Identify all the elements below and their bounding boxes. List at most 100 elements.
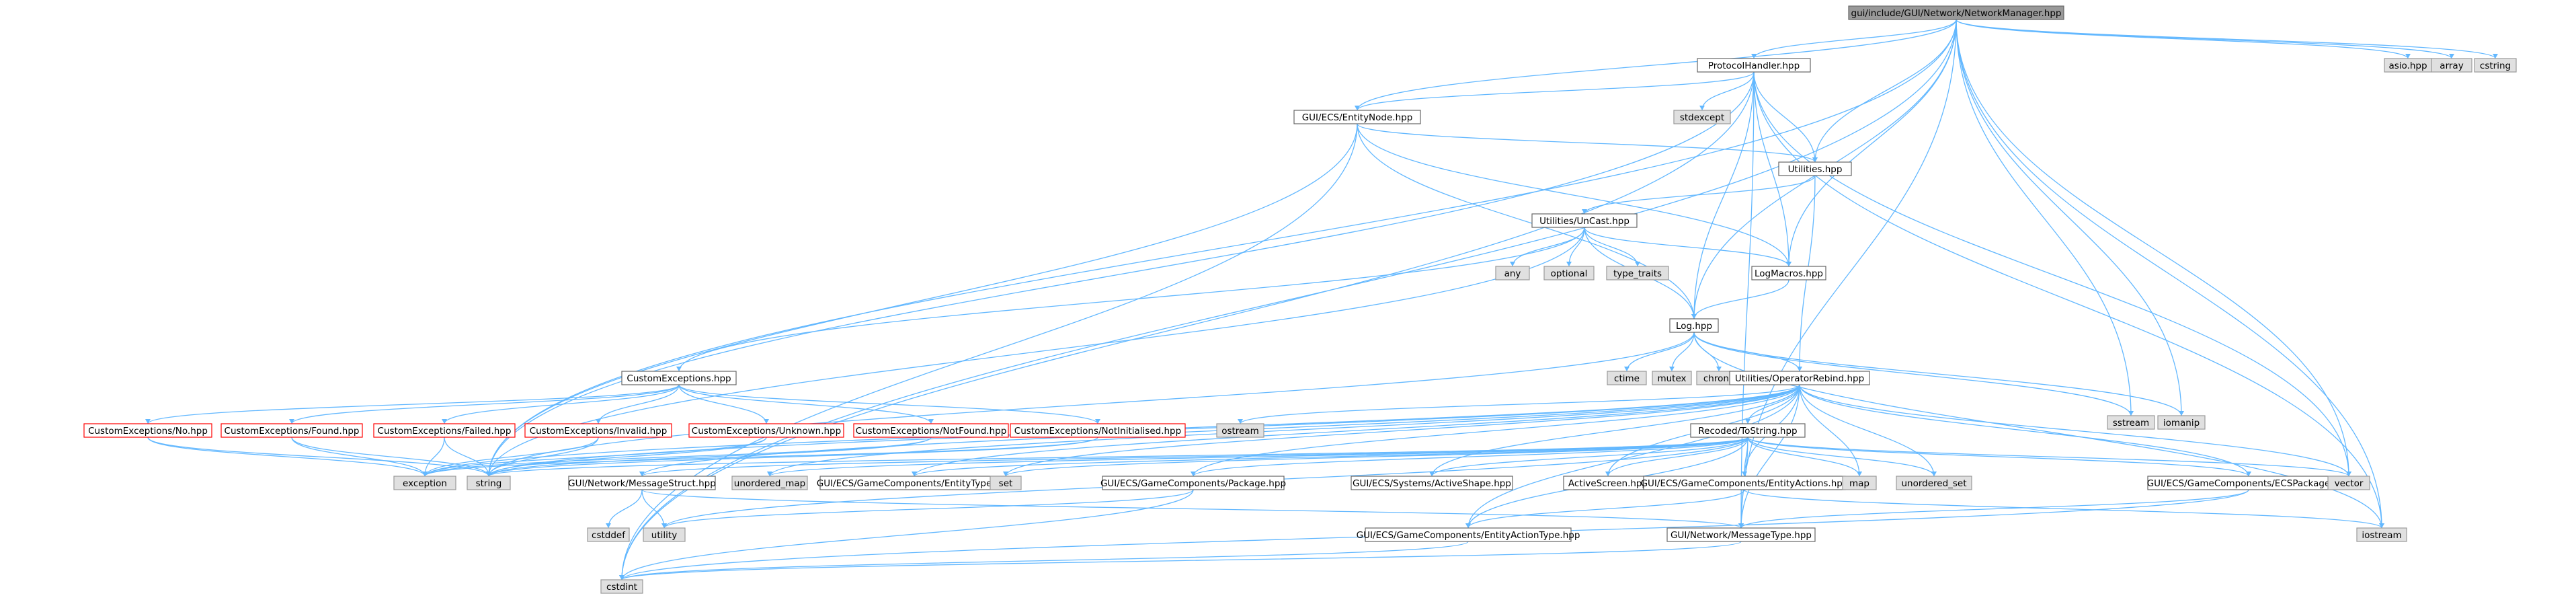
node-protocol[interactable]: ProtocolHandler.hpp: [1697, 58, 1811, 73]
node-box-opreb: [1729, 371, 1870, 385]
node-mutex: mutex: [1652, 371, 1692, 385]
node-box-cstdint: [600, 579, 643, 594]
node-msgstruct[interactable]: GUI/Network/MessageStruct.hpp: [568, 476, 716, 490]
edge-opreb-to-actiontype: [1467, 384, 1800, 529]
node-entitynode[interactable]: GUI/ECS/EntityNode.hpp: [1293, 110, 1421, 124]
edge-root-to-logmacros: [1788, 19, 1957, 267]
edge-opreb-to-vector: [1799, 384, 2349, 477]
node-label-sstream: sstream: [2113, 418, 2149, 428]
edge-recoded-to-package: [1193, 437, 1748, 477]
node-ecspackage[interactable]: GUI/ECS/GameComponents/ECSPackage.hpp: [2147, 476, 2351, 490]
edge-arrowhead-log-to-mutex: [1669, 367, 1675, 371]
edge-logmacros-to-log: [1693, 279, 1789, 319]
node-box-set: [990, 476, 1022, 490]
node-box-stdexcept: [1673, 110, 1731, 124]
edge-ce_invalid-to-exception: [424, 437, 599, 477]
edge-recoded-to-activescreen: [1607, 437, 1748, 477]
node-box-iomanip: [2157, 415, 2206, 430]
node-box-map: [1842, 476, 1877, 490]
node-package[interactable]: GUI/ECS/GameComponents/Package.hpp: [1100, 476, 1286, 490]
edge-arrowhead-recoded-to-entitytype: [912, 472, 917, 476]
edge-arrowhead-recoded-to-entityactions: [1742, 472, 1747, 476]
node-label-msgstruct: GUI/Network/MessageStruct.hpp: [568, 478, 716, 489]
node-utilities[interactable]: Utilities.hpp: [1778, 161, 1852, 176]
node-logmacros[interactable]: LogMacros.hpp: [1751, 266, 1826, 280]
edge-arrowhead-ce_notinit-to-exception: [422, 472, 428, 476]
edge-arrowhead-log-to-chrono: [1716, 367, 1722, 371]
node-type_traits: type_traits: [1606, 266, 1669, 280]
node-label-entitynode: GUI/ECS/EntityNode.hpp: [1302, 112, 1413, 123]
node-custexc[interactable]: CustomExceptions.hpp: [621, 371, 737, 385]
edge-ce_failed-to-string: [444, 437, 489, 477]
edge-root-to-vector: [1956, 19, 2349, 477]
node-box-type_traits: [1606, 266, 1669, 280]
node-box-root: [1848, 5, 2064, 20]
edge-uncast-to-type_traits: [1584, 227, 1638, 267]
edge-protocol-to-utilities: [1753, 71, 1816, 163]
node-any: any: [1495, 266, 1530, 280]
node-cstdint: cstdint: [600, 579, 643, 594]
node-box-protocol: [1697, 58, 1811, 73]
edge-log-to-iomanip: [1693, 332, 2182, 416]
edge-arrowhead-recoded-to-string: [486, 472, 491, 476]
node-activescreen[interactable]: ActiveScreen.hpp: [1563, 476, 1653, 490]
node-box-ce_notinit: [1010, 423, 1186, 438]
node-actiontype[interactable]: GUI/ECS/GameComponents/EntityActionType.…: [1357, 527, 1580, 542]
node-map: map: [1842, 476, 1877, 490]
edge-entityactions-to-iostream: [1744, 489, 2382, 529]
edge-arrowhead-recoded-to-package: [1191, 472, 1196, 476]
edge-msgtype-to-cstdint: [621, 541, 1742, 580]
node-box-array: [2431, 58, 2472, 73]
node-box-log: [1669, 318, 1719, 333]
node-ce_found[interactable]: CustomExceptions/Found.hpp: [220, 423, 363, 438]
node-msgtype[interactable]: GUI/Network/MessageType.hpp: [1666, 527, 1816, 542]
node-ce_invalid[interactable]: CustomExceptions/Invalid.hpp: [524, 423, 672, 438]
node-label-unordered_set: unordered_set: [1901, 478, 1966, 489]
node-cstring: cstring: [2474, 58, 2517, 73]
node-label-type_traits: type_traits: [1613, 268, 1662, 279]
node-ce_notinit[interactable]: CustomExceptions/NotInitialised.hpp: [1010, 423, 1186, 438]
node-box-mutex: [1652, 371, 1692, 385]
node-entityactions[interactable]: GUI/ECS/GameComponents/EntityActions.hpp: [1641, 476, 1849, 490]
edge-ce_notfound-to-string: [488, 437, 932, 477]
node-ce_unknown[interactable]: CustomExceptions/Unknown.hpp: [688, 423, 844, 438]
edge-recoded-to-ecspackage: [1747, 437, 2249, 477]
node-box-ce_notfound: [853, 423, 1009, 438]
node-label-optional: optional: [1551, 268, 1588, 279]
node-box-entitynode: [1293, 110, 1421, 124]
edge-ce_unknown-to-exception: [424, 437, 767, 477]
node-recoded[interactable]: Recoded/ToString.hpp: [1690, 423, 1806, 438]
node-opreb[interactable]: Utilities/OperatorRebind.hpp: [1729, 371, 1870, 385]
node-ce_failed[interactable]: CustomExceptions/Failed.hpp: [373, 423, 516, 438]
node-label-ce_no: CustomExceptions/No.hpp: [88, 426, 208, 437]
node-ce_notfound[interactable]: CustomExceptions/NotFound.hpp: [853, 423, 1009, 438]
edge-recoded-to-activeshape: [1431, 437, 1748, 477]
node-log[interactable]: Log.hpp: [1669, 318, 1719, 333]
node-label-custexc: CustomExceptions.hpp: [627, 373, 731, 384]
edge-entitynode-to-log: [1357, 123, 1695, 319]
node-root[interactable]: gui/include/GUI/Network/NetworkManager.h…: [1848, 5, 2064, 20]
node-label-ce_failed: CustomExceptions/Failed.hpp: [378, 426, 512, 437]
edge-arrowhead-recoded-to-activeshape: [1429, 472, 1435, 476]
node-entitytype[interactable]: GUI/ECS/GameComponents/EntityType.hpp: [817, 476, 1012, 490]
edge-opreb-to-activeshape: [1431, 384, 1800, 477]
edge-protocol-to-log: [1693, 71, 1755, 319]
edge-arrowhead-msgstruct-to-cstddef: [606, 523, 611, 528]
edge-log-to-mutex: [1671, 332, 1695, 372]
node-box-ce_failed: [373, 423, 516, 438]
edge-root-to-entitynode: [1357, 19, 1957, 111]
edge-arrowhead-package-to-utility: [661, 523, 667, 528]
node-box-utilities: [1778, 161, 1852, 176]
edge-arrowhead-recoded-to-map: [1857, 472, 1862, 476]
edge-root-to-array: [1956, 19, 2452, 59]
edge-uncast-to-logmacros: [1584, 227, 1789, 267]
node-label-ce_notfound: CustomExceptions/NotFound.hpp: [856, 426, 1007, 437]
node-label-msgtype: GUI/Network/MessageType.hpp: [1671, 530, 1812, 541]
node-uncast[interactable]: Utilities/UnCast.hpp: [1531, 213, 1638, 228]
node-ce_no[interactable]: CustomExceptions/No.hpp: [83, 423, 212, 438]
edge-opreb-to-ecspackage: [1799, 384, 2249, 477]
edge-custexc-to-ce_failed: [444, 384, 680, 424]
nodes-layer: gui/include/GUI/Network/NetworkManager.h…: [83, 5, 2517, 594]
node-activeshape[interactable]: GUI/ECS/Systems/ActiveShape.hpp: [1351, 476, 1513, 490]
edge-custexc-to-ce_found: [291, 384, 680, 424]
